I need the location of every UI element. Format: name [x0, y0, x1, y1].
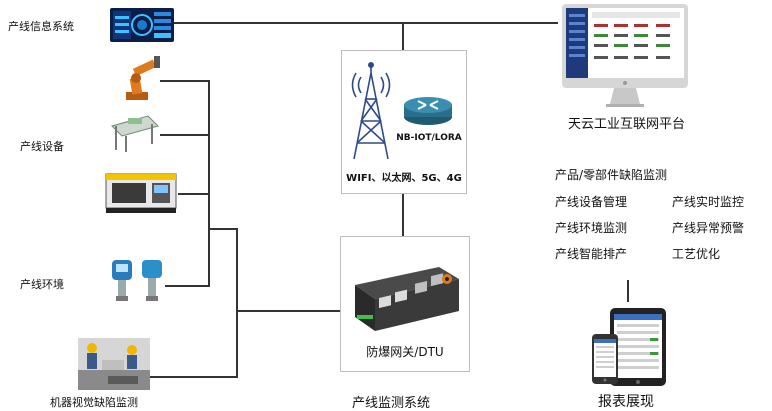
platform-to-report-line — [627, 280, 629, 302]
platform-title: 天云工业互联网平台 — [568, 117, 686, 132]
gateway-label: 防爆网关/DTU — [366, 345, 444, 359]
equipment-bus-vertical — [208, 80, 210, 285]
sensor-line — [165, 285, 210, 287]
conveyor-line — [160, 134, 210, 136]
report-caption: 报表展现 — [598, 394, 654, 410]
gateway-box: 防爆网关/DTU — [340, 236, 470, 372]
robot-arm-line — [160, 80, 210, 82]
router-icon — [402, 93, 454, 127]
feature-smart-scheduling: 产线智能排产 — [555, 247, 628, 261]
conveyor-machine-icon — [108, 112, 160, 154]
network-box: NB-IOT/LORA WIFI、以太网、5G、4G — [341, 50, 467, 194]
equipment-to-gateway-vertical — [236, 228, 238, 378]
vision-line — [150, 376, 238, 378]
environment-label: 产线环境 — [20, 278, 64, 291]
vision-label: 机器视觉缺陷监测 — [50, 396, 138, 409]
vision-inspection-photo — [78, 338, 150, 390]
signal-tower-icon — [346, 59, 396, 163]
robot-arm-icon — [120, 54, 164, 102]
equipment-bus-branch — [210, 228, 238, 230]
tablet-icon — [610, 308, 666, 386]
feature-realtime-monitoring: 产线实时监控 — [672, 195, 745, 209]
top-to-network-line — [402, 22, 404, 50]
gateway-input-line — [236, 310, 340, 312]
pressure-sensor-icon — [110, 258, 134, 302]
feature-equipment-management: 产线设备管理 — [555, 195, 628, 209]
cnc-machine-icon — [104, 170, 178, 214]
feature-process-optimization: 工艺优化 — [672, 247, 721, 261]
platform-monitor-icon — [562, 4, 688, 108]
phone-icon — [592, 334, 618, 384]
feature-environment-monitoring: 产线环境监测 — [555, 221, 628, 235]
top-connector-line — [172, 22, 558, 24]
gateway-device-icon — [349, 259, 461, 333]
cnc-line — [178, 193, 210, 195]
info-system-label: 产线信息系统 — [8, 20, 74, 33]
temperature-sensor-icon — [140, 258, 164, 302]
router-label: NB-IOT/LORA — [396, 133, 462, 143]
dashboard-screen-icon — [110, 8, 174, 42]
equipment-label: 产线设备 — [20, 140, 64, 153]
monitoring-system-caption: 产线监测系统 — [352, 396, 431, 411]
feature-anomaly-alert: 产线异常预警 — [672, 221, 745, 235]
feature-defect-monitoring: 产品/零部件缺陷监测 — [555, 168, 668, 182]
network-to-gateway-line — [402, 192, 404, 236]
protocols-label: WIFI、以太网、5G、4G — [346, 173, 462, 184]
